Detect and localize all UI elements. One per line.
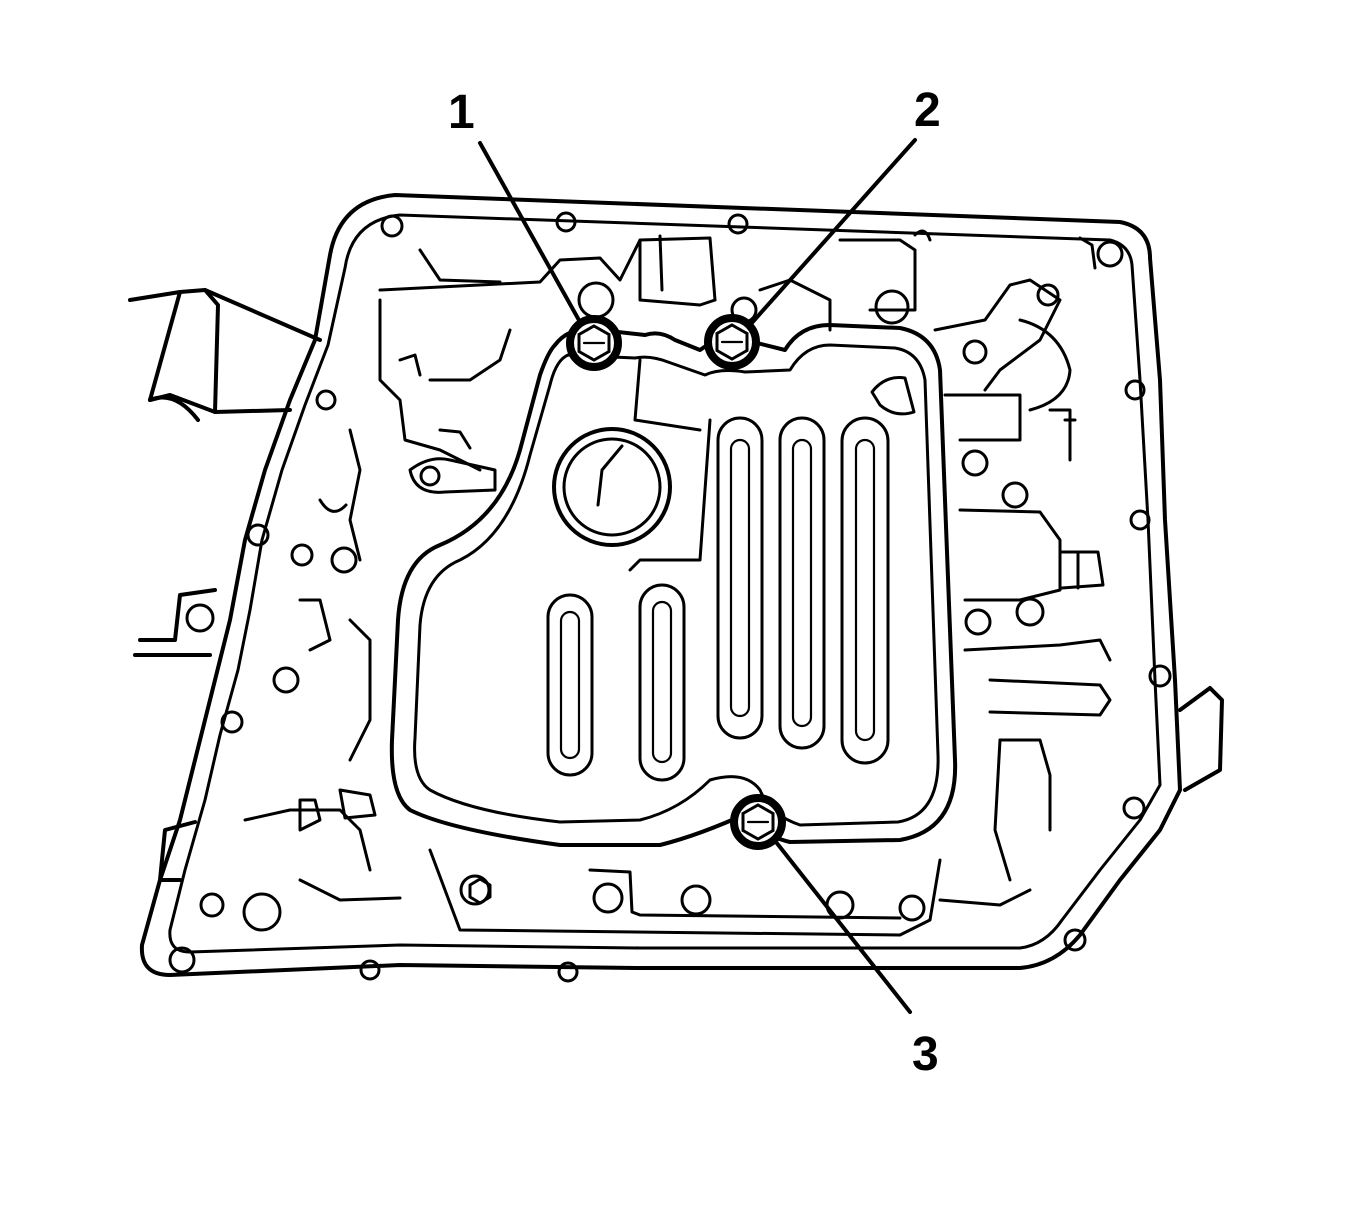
bolt-3 bbox=[730, 794, 786, 850]
transmission-filter bbox=[389, 323, 958, 847]
bolt-2 bbox=[704, 314, 760, 370]
left-linkage bbox=[128, 288, 1224, 882]
leader-line-3 bbox=[774, 840, 912, 1014]
lower-valve-body bbox=[428, 848, 942, 937]
left-valve-body bbox=[242, 298, 512, 932]
bolt-1 bbox=[566, 315, 622, 371]
leader-line-2 bbox=[748, 138, 917, 327]
callout-label-3: 3 bbox=[912, 1028, 939, 1081]
right-valve-body bbox=[933, 278, 1112, 907]
upper-valve-body bbox=[378, 229, 1097, 332]
leader-line-1 bbox=[478, 141, 582, 324]
callout-label-1: 1 bbox=[448, 86, 475, 139]
transmission-case bbox=[139, 193, 1182, 983]
callout-label-2: 2 bbox=[914, 84, 941, 137]
